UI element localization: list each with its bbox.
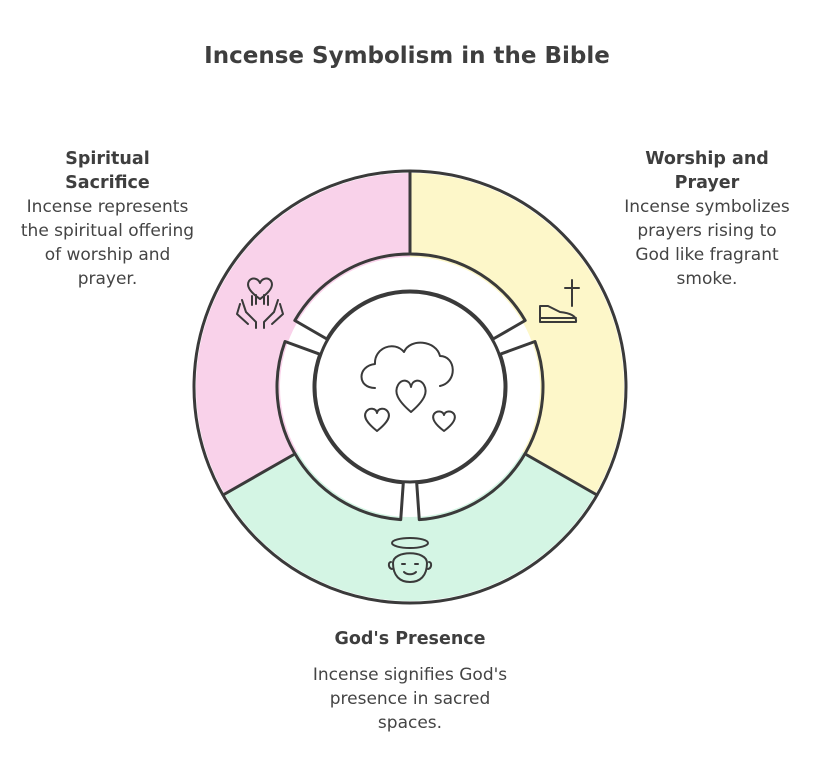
heading-gods-presence: God's Presence <box>334 629 486 649</box>
page-title: Incense Symbolism in the Bible <box>204 43 610 69</box>
label-worship-and-prayer: Worship and Prayer Incense symbolizes pr… <box>618 147 796 291</box>
divider-right <box>525 453 599 497</box>
text-gods-presence: Incense signifies God's presence in sacr… <box>312 665 508 733</box>
text-worship-and-prayer: Incense symbolizes prayers rising to God… <box>624 197 790 289</box>
angel-face-icon <box>387 537 433 583</box>
center-disk <box>313 290 507 484</box>
segment-worship-and-prayer <box>410 173 624 494</box>
segment-gods-presence <box>224 452 596 601</box>
segment-spiritual-sacrifice <box>195 173 410 494</box>
label-spiritual-sacrifice: Spiritual Sacrifice Incense represents t… <box>20 147 195 291</box>
heading-spiritual-sacrifice: Spiritual Sacrifice <box>65 149 150 193</box>
cloud-hearts-icon <box>360 341 456 432</box>
text-spiritual-sacrifice: Incense represents the spiritual offerin… <box>20 197 195 289</box>
heading-worship-and-prayer: Worship and Prayer <box>645 149 769 193</box>
label-gods-presence: God's Presence Incense signifies God's p… <box>300 627 520 735</box>
heart-hands-icon <box>236 277 284 329</box>
divider-left <box>221 453 295 497</box>
cross-lamp-icon <box>539 279 580 323</box>
